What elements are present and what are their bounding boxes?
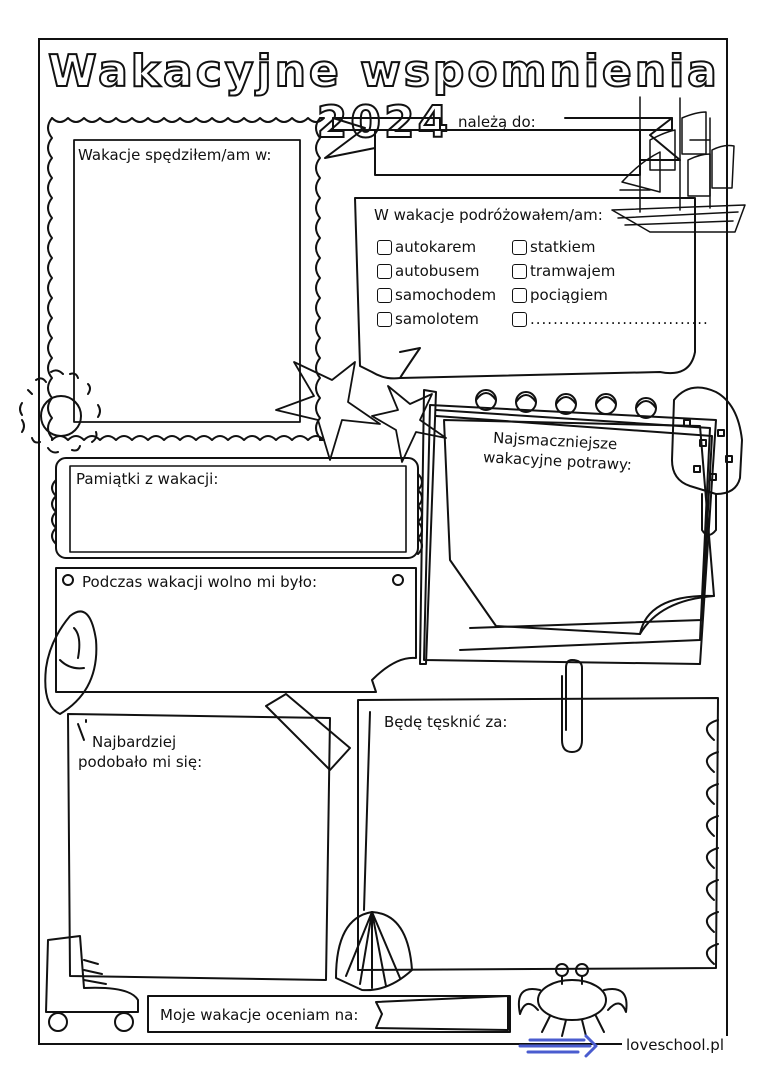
transport-checkbox-list: autokarem statkiem autobusem tramwajem s…	[377, 235, 708, 331]
checkbox-row: autobusem tramwajem	[377, 259, 647, 283]
checkbox-tramwajem[interactable]: tramwajem	[512, 262, 647, 280]
checkbox-other[interactable]: ...............................	[512, 310, 708, 328]
checkbox-icon[interactable]	[377, 239, 392, 255]
footer-brand[interactable]: loveschool.pl	[622, 1036, 728, 1054]
spent-holidays-label: Wakacje spędziłem/am w:	[78, 146, 272, 164]
belongs-to-label: należą do:	[458, 113, 536, 131]
checkbox-samochodem[interactable]: samochodem	[377, 286, 512, 304]
liked-most-label-line2: podobało mi się:	[78, 753, 203, 771]
rating-frame	[147, 995, 511, 1033]
checkbox-row: autokarem statkiem	[377, 235, 647, 259]
checkbox-pociagiem[interactable]: pociągiem	[512, 286, 647, 304]
scallop-shell-icon	[335, 911, 413, 992]
notepad-spiral-icon	[419, 389, 717, 665]
crab-icon	[518, 963, 628, 1037]
page-frame	[38, 38, 728, 1045]
travel-card	[354, 197, 696, 380]
sun-icon	[19, 369, 101, 454]
checkbox-icon[interactable]	[512, 287, 527, 303]
checkbox-autobusem[interactable]: autobusem	[377, 262, 512, 280]
checkbox-row: samolotem ..............................…	[377, 307, 708, 331]
ice-cream-icon	[671, 386, 743, 536]
checkbox-icon[interactable]	[512, 263, 527, 279]
souvenirs-label: Pamiątki z wakacji:	[76, 470, 219, 488]
allowed-label: Podczas wakacji wolno mi było:	[82, 573, 318, 591]
checkbox-icon[interactable]	[512, 239, 527, 255]
brand-logo-icon	[518, 1034, 598, 1058]
will-miss-label: Będę tęsknić za:	[384, 713, 508, 731]
starfish-icon	[275, 361, 447, 463]
checkbox-row: samochodem pociągiem	[377, 283, 647, 307]
checkbox-samolotem[interactable]: samolotem	[377, 310, 512, 328]
liked-most-frame	[67, 713, 331, 981]
stamp-frame	[47, 117, 325, 441]
traveled-label: W wakacje podróżowałem/am:	[374, 206, 603, 224]
will-miss-frame	[357, 697, 719, 971]
checkbox-icon[interactable]	[512, 311, 527, 327]
checkbox-icon[interactable]	[377, 311, 392, 327]
souvenirs-frame	[51, 457, 423, 559]
checkbox-autokarem[interactable]: autokarem	[377, 238, 512, 256]
liked-most-label-line1: Najbardziej	[92, 733, 177, 751]
ship-icon	[611, 96, 746, 233]
seashell-icon	[44, 610, 98, 715]
page-title: Wakacyjne wspomnienia 2024	[47, 45, 720, 149]
roller-skate-icon	[45, 935, 139, 1032]
allowed-card	[55, 567, 417, 693]
checkbox-icon[interactable]	[377, 287, 392, 303]
rating-label: Moje wakacje oceniam na:	[160, 1006, 359, 1024]
paperclip-icon	[561, 659, 583, 753]
checkbox-statkiem[interactable]: statkiem	[512, 238, 647, 256]
brand-name[interactable]: loveschool.pl	[626, 1036, 724, 1054]
tape-strip	[265, 693, 351, 771]
checkbox-icon[interactable]	[377, 263, 392, 279]
